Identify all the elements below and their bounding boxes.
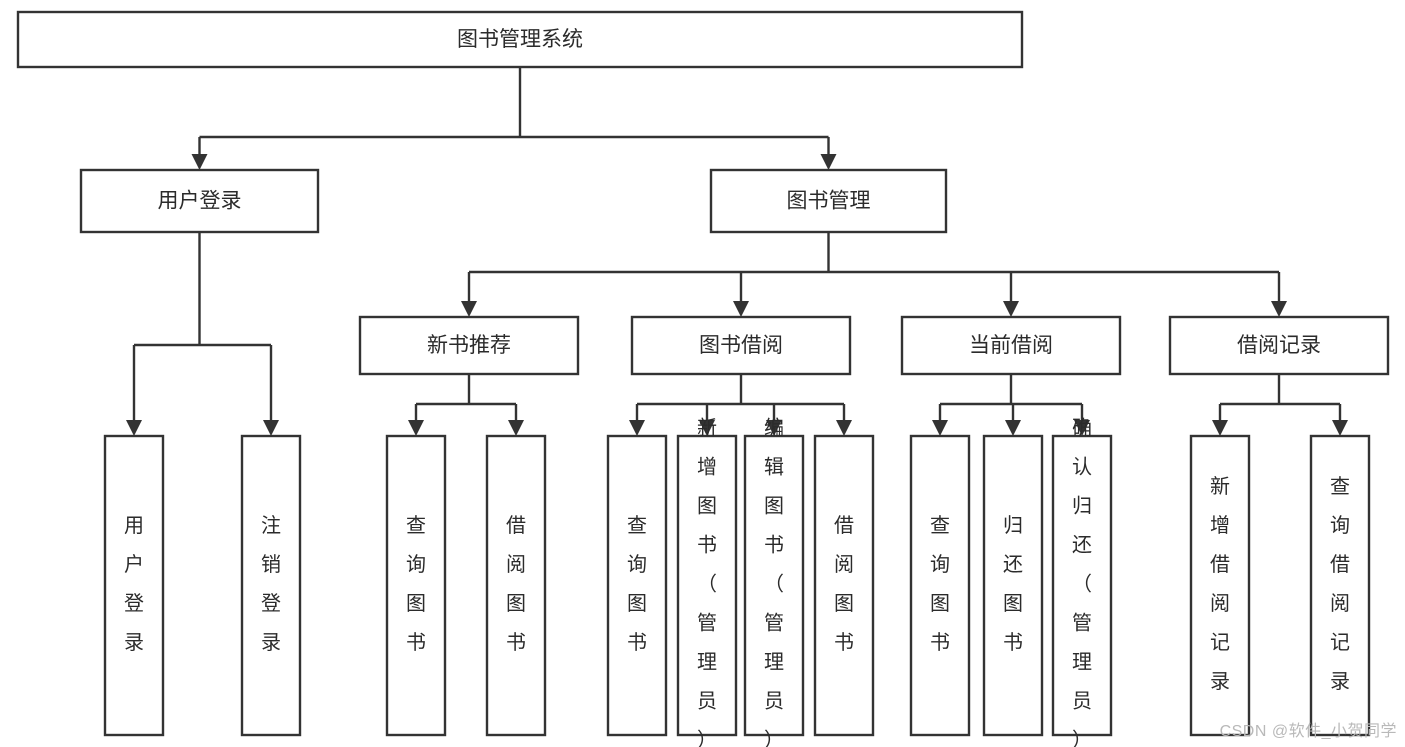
node-label: 新增借阅记录 bbox=[1210, 475, 1230, 693]
node-label: 查询图书 bbox=[627, 514, 647, 654]
node-box bbox=[982, 434, 1044, 737]
arrowhead-icon bbox=[733, 301, 749, 317]
node-label: 新书推荐 bbox=[427, 334, 511, 357]
node-level3-图书借阅[interactable]: 图书借阅 bbox=[630, 315, 852, 376]
node-level2-用户登录[interactable]: 用户登录 bbox=[79, 168, 320, 234]
watermark-text: CSDN @软件_小贺同学 bbox=[1219, 723, 1397, 740]
node-label: 查询图书 bbox=[930, 514, 950, 654]
node-box bbox=[630, 315, 852, 376]
node-box bbox=[358, 315, 580, 376]
connector-layer bbox=[126, 67, 1348, 436]
node-layer: 图书管理系统用户登录图书管理新书推荐图书借阅当前借阅借阅记录用户登录注销登录查询… bbox=[16, 10, 1390, 747]
node-box bbox=[676, 434, 738, 737]
node-level3-新书推荐[interactable]: 新书推荐 bbox=[358, 315, 580, 376]
node-box bbox=[485, 434, 547, 737]
node-box bbox=[79, 168, 320, 234]
node-box bbox=[240, 434, 302, 737]
node-box bbox=[385, 434, 447, 737]
node-box bbox=[709, 168, 948, 234]
arrowhead-icon bbox=[1074, 420, 1090, 436]
node-box bbox=[909, 434, 971, 737]
node-label: 借阅记录 bbox=[1237, 334, 1321, 357]
node-leaf-查询图书[interactable]: 查询图书 bbox=[606, 434, 668, 737]
node-leaf-借阅图书[interactable]: 借阅图书 bbox=[485, 434, 547, 737]
node-root-图书管理系统[interactable]: 图书管理系统 bbox=[16, 10, 1024, 69]
node-label: 查询图书 bbox=[406, 514, 426, 654]
arrowhead-icon bbox=[1005, 420, 1021, 436]
arrowhead-icon bbox=[820, 154, 837, 170]
node-leaf-查询图书[interactable]: 查询图书 bbox=[909, 434, 971, 737]
arrowhead-icon bbox=[1332, 420, 1348, 436]
node-leaf-归还图书[interactable]: 归还图书 bbox=[982, 434, 1044, 737]
node-leaf-确认归还管理员[interactable]: 确认归还（管理员） bbox=[1051, 417, 1113, 747]
node-box bbox=[1168, 315, 1390, 376]
node-box bbox=[1309, 434, 1371, 737]
node-box bbox=[1189, 434, 1251, 737]
node-label: 借阅图书 bbox=[506, 514, 526, 654]
node-box bbox=[1051, 434, 1113, 737]
arrowhead-icon bbox=[263, 420, 279, 436]
node-label: 注销登录 bbox=[261, 514, 281, 654]
arrowhead-icon bbox=[766, 420, 782, 436]
node-leaf-用户登录[interactable]: 用户登录 bbox=[103, 434, 165, 737]
node-label: 用户登录 bbox=[158, 190, 242, 213]
node-leaf-查询图书[interactable]: 查询图书 bbox=[385, 434, 447, 737]
arrowhead-icon bbox=[461, 301, 477, 317]
node-label: 图书管理系统 bbox=[457, 28, 583, 51]
node-label: 图书借阅 bbox=[699, 334, 783, 357]
node-box bbox=[900, 315, 1122, 376]
node-label: 用户登录 bbox=[124, 515, 144, 654]
node-leaf-编辑图书管理员[interactable]: 编辑图书（管理员） bbox=[743, 417, 805, 747]
node-leaf-注销登录[interactable]: 注销登录 bbox=[240, 434, 302, 737]
arrowhead-icon bbox=[699, 420, 715, 436]
node-level2-图书管理[interactable]: 图书管理 bbox=[709, 168, 948, 234]
arrowhead-icon bbox=[126, 420, 142, 436]
arrowhead-icon bbox=[836, 420, 852, 436]
node-label: 确认归还（管理员） bbox=[1072, 417, 1092, 747]
arrowhead-icon bbox=[932, 420, 948, 436]
arrowhead-icon bbox=[508, 420, 524, 436]
arrowhead-icon bbox=[629, 420, 645, 436]
node-leaf-借阅图书[interactable]: 借阅图书 bbox=[813, 434, 875, 737]
node-label: 归还图书 bbox=[1003, 514, 1023, 654]
arrowhead-icon bbox=[1212, 420, 1228, 436]
node-label: 编辑图书（管理员） bbox=[764, 417, 784, 747]
node-leaf-查询借阅记录[interactable]: 查询借阅记录 bbox=[1309, 434, 1371, 737]
node-leaf-新增借阅记录[interactable]: 新增借阅记录 bbox=[1189, 434, 1251, 737]
arrowhead-icon bbox=[408, 420, 424, 436]
arrowhead-icon bbox=[1003, 301, 1019, 317]
node-box bbox=[103, 434, 165, 737]
node-box bbox=[16, 10, 1024, 69]
node-level3-借阅记录[interactable]: 借阅记录 bbox=[1168, 315, 1390, 376]
node-box bbox=[606, 434, 668, 737]
node-label: 当前借阅 bbox=[969, 334, 1053, 357]
arrowhead-icon bbox=[191, 154, 208, 170]
node-level3-当前借阅[interactable]: 当前借阅 bbox=[900, 315, 1122, 376]
node-box bbox=[813, 434, 875, 737]
node-leaf-新增图书管理员[interactable]: 新增图书（管理员） bbox=[676, 417, 738, 747]
arrowhead-icon bbox=[1271, 301, 1287, 317]
node-box bbox=[743, 434, 805, 737]
node-label: 图书管理 bbox=[787, 190, 871, 213]
node-label: 查询借阅记录 bbox=[1330, 475, 1350, 693]
node-label: 借阅图书 bbox=[834, 514, 854, 654]
node-label: 新增图书（管理员） bbox=[697, 417, 717, 747]
